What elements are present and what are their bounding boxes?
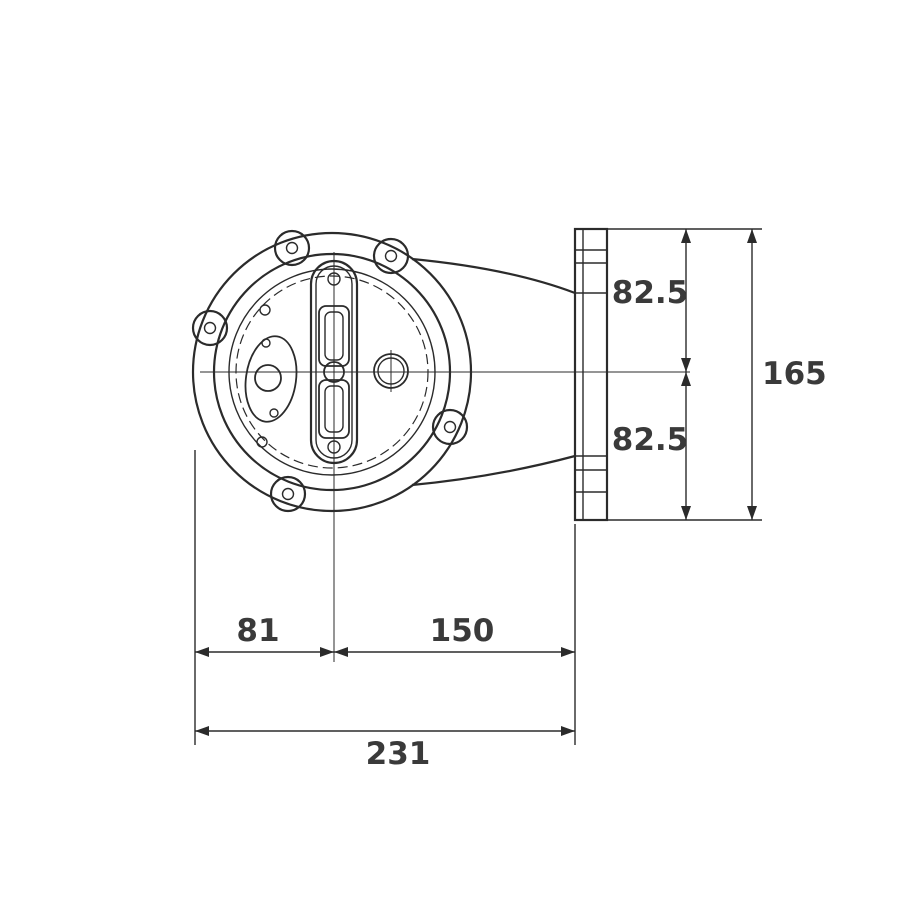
arrowhead	[195, 647, 209, 657]
ear-bottom	[269, 475, 307, 513]
arrowhead	[747, 229, 757, 243]
flange-outline	[573, 227, 609, 522]
ear-left-hole	[203, 321, 217, 335]
oval-boss-outline	[244, 335, 298, 423]
ear-bottom-hole	[281, 487, 295, 501]
arrowhead	[334, 647, 348, 657]
ear-top-right-hole	[384, 249, 398, 263]
arrowhead	[681, 229, 691, 243]
ear-bottom-right	[431, 408, 469, 446]
discharge-flange	[573, 227, 609, 522]
ear-top-left-hole	[285, 241, 299, 255]
duct-top-contour	[411, 257, 576, 295]
dim-text-overall-height: 165	[762, 356, 827, 392]
duct-bottom-contour	[411, 454, 576, 487]
left-oval-boss	[244, 335, 298, 423]
dim-text-left-offset: 81	[236, 613, 279, 649]
boss-screw-hole-bottom	[269, 408, 279, 418]
ear-top-left	[273, 229, 311, 267]
dim-text-upper-half: 82.5	[612, 275, 689, 311]
arrowhead	[561, 726, 575, 736]
arrowhead	[320, 647, 334, 657]
dim-text-center-to-flange: 150	[430, 613, 495, 649]
ear-left	[191, 309, 229, 347]
arrowhead	[747, 506, 757, 520]
dim-text-overall-width: 231	[366, 736, 431, 772]
arrowhead	[561, 647, 575, 657]
face-hole-lower-left	[256, 436, 268, 448]
oval-boss-hole	[254, 364, 282, 392]
pump-housing-body	[191, 227, 609, 522]
face-hole-upper-left	[259, 304, 271, 316]
ear-top-right	[372, 237, 410, 275]
dim-text-lower-half: 82.5	[612, 422, 689, 458]
arrowhead	[681, 506, 691, 520]
arrowhead	[681, 358, 691, 372]
centerlines	[200, 252, 690, 662]
arrowhead	[681, 372, 691, 386]
boss-screw-hole-top	[261, 338, 271, 348]
right-round-boss	[373, 350, 409, 392]
arrowhead	[195, 726, 209, 736]
mounting-ears	[191, 229, 469, 513]
dimension-lines: 82.5 82.5 165 81 150 231	[194, 228, 827, 772]
ear-bottom-right-hole	[443, 420, 457, 434]
